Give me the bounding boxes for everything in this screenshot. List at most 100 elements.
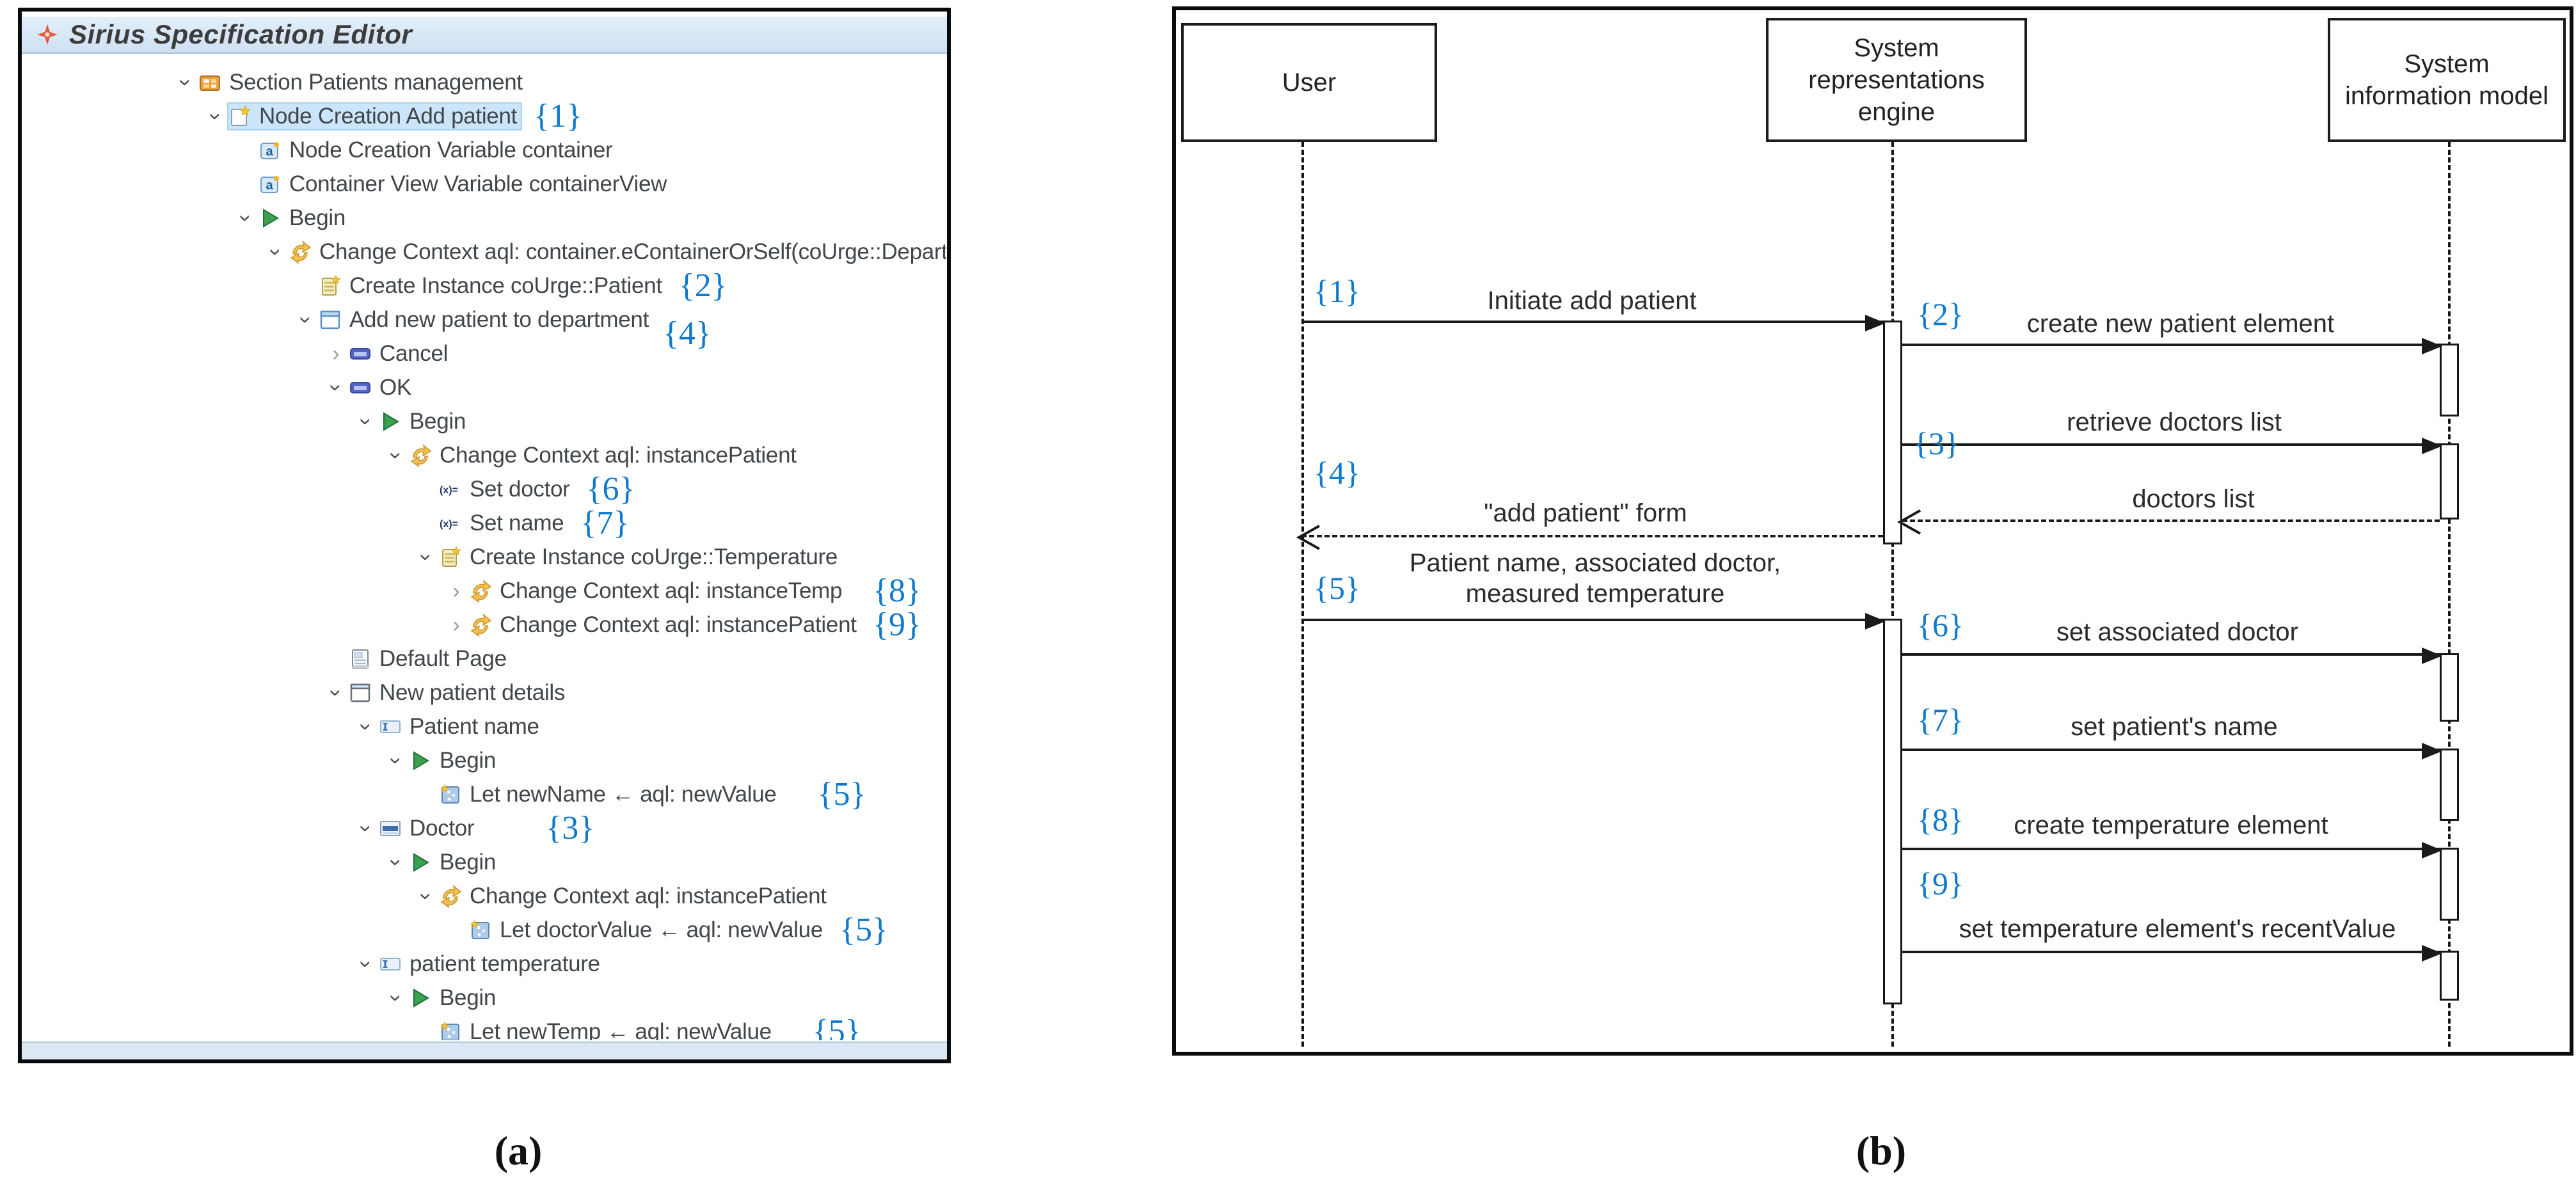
tree-item[interactable]: New patient details xyxy=(347,679,570,707)
tree-item[interactable]: OK xyxy=(347,374,417,402)
tree-item[interactable]: Begin xyxy=(378,408,471,436)
chevron-expanded-icon[interactable]: › xyxy=(354,722,378,731)
chevron-expanded-icon[interactable]: › xyxy=(414,553,438,561)
tree-item[interactable]: Begin xyxy=(408,747,501,775)
tree-row[interactable]: ›New patient details xyxy=(22,676,946,709)
tree-row[interactable]: ›Node Creation Add patient{1} xyxy=(22,99,946,133)
tree-item[interactable]: Default Page xyxy=(347,645,512,673)
tree-row[interactable]: ›Doctor{3} xyxy=(22,811,946,845)
tree-item[interactable]: Create Instance coUrge::Temperature xyxy=(438,543,843,571)
caption-a: (a) xyxy=(494,1128,543,1173)
arrowhead-icon xyxy=(2422,438,2442,454)
tree-row[interactable]: ›Add new patient to department{4} xyxy=(22,303,946,351)
chevron-expanded-icon[interactable]: › xyxy=(264,248,288,256)
tree-item-label: Set name xyxy=(470,510,564,535)
tree-item[interactable]: Begin xyxy=(408,984,501,1012)
tool-icon xyxy=(228,105,251,128)
activation-model-1 xyxy=(2440,344,2459,416)
tree-item[interactable]: (x)=Set name xyxy=(438,509,569,537)
caption-b: (b) xyxy=(1856,1128,1907,1173)
chevron-expanded-icon[interactable]: › xyxy=(354,960,378,968)
chevron-collapsed-icon[interactable]: › xyxy=(452,612,460,637)
message-label-9: create temperature element xyxy=(2014,811,2328,839)
tree-item-label: Change Context aql: instancePatient xyxy=(470,883,827,908)
tree-item-label: Create Instance coUrge::Patient xyxy=(349,273,662,298)
tree-row[interactable]: ›Change Context aql: instanceTemp{8} xyxy=(22,574,946,608)
tree-row[interactable]: ›Begin xyxy=(22,981,946,1015)
chevron-expanded-icon[interactable]: › xyxy=(294,315,318,324)
tree-row[interactable]: Let doctorValue ← aql: newValue{5} xyxy=(22,913,946,947)
context-icon xyxy=(289,240,312,264)
tree-row[interactable]: ›Begin xyxy=(22,201,946,235)
tree-row[interactable]: ›Begin xyxy=(22,743,946,777)
tree-row[interactable]: Default Page xyxy=(22,642,946,676)
chevron-expanded-icon[interactable]: › xyxy=(384,994,408,1002)
tree-item[interactable]: Cancel xyxy=(347,340,453,368)
tree-item[interactable]: Doctor xyxy=(378,814,479,843)
tree-row[interactable]: ›Change Context aql: instancePatient xyxy=(22,438,946,472)
tree-row[interactable]: ›Section Patients management xyxy=(22,65,946,99)
tree-item[interactable]: (x)=Set doctor xyxy=(438,475,575,503)
tree-item-label: Create Instance coUrge::Temperature xyxy=(470,544,838,569)
annotation-badge: {9} xyxy=(873,606,921,643)
tree-row[interactable]: (x)=Set doctor{6} xyxy=(22,472,946,506)
tree-item[interactable]: Change Context aql: instancePatient xyxy=(468,611,862,639)
chevron-expanded-icon[interactable]: › xyxy=(173,78,198,86)
horizontal-scrollbar[interactable] xyxy=(22,1042,947,1059)
tree-row[interactable]: Let newTemp ← aql: newValue{5} xyxy=(22,1015,946,1040)
activation-engine-2 xyxy=(1883,619,1902,1004)
tree-item[interactable]: Let doctorValue ← aql: newValue xyxy=(468,916,828,944)
tree-item-label: patient temperature xyxy=(409,951,600,976)
activation-engine-1 xyxy=(1883,321,1902,544)
tree-row[interactable]: › Change Context aql: instancePatient xyxy=(22,879,946,913)
tree-item[interactable]: Begin xyxy=(408,848,501,876)
chevron-expanded-icon[interactable]: › xyxy=(324,383,348,392)
tree-row[interactable]: ›OK xyxy=(22,370,946,404)
sirius-editor-panel: Sirius Specification Editor ›Section Pat… xyxy=(18,8,951,1063)
tree-row[interactable]: Let newName ← aql: newValue{5} xyxy=(22,777,946,811)
tree-item[interactable]: Let newName ← aql: newValue xyxy=(438,781,782,809)
tree-item[interactable]: Change Context aql: instancePatient xyxy=(408,441,802,470)
tree-row[interactable]: › Cancel xyxy=(22,337,946,370)
lifeline-head-user: User xyxy=(1181,23,1437,142)
chevron-expanded-icon[interactable]: › xyxy=(203,112,228,120)
chevron-expanded-icon[interactable]: › xyxy=(384,756,408,765)
lifeline-user xyxy=(1301,142,1304,1047)
tree-item[interactable]: Patient name xyxy=(378,713,545,741)
tree-row[interactable]: ›Begin xyxy=(22,404,946,438)
tree-row[interactable]: (x)=Set name{7} xyxy=(22,506,946,540)
tree-row[interactable]: › Create Instance coUrge::Temperature xyxy=(22,540,946,574)
tree-item[interactable]: Add new patient to department xyxy=(317,306,654,334)
tree-item[interactable]: Begin xyxy=(257,204,351,232)
tree-item[interactable]: Let newTemp ← aql: newValue xyxy=(438,1018,777,1040)
tree-item[interactable]: Change Context aql: instancePatient xyxy=(438,882,832,910)
tree-row[interactable]: Create Instance coUrge::Patient{2} xyxy=(22,269,946,303)
tree-row[interactable]: ›Change Context aql: container.eContaine… xyxy=(22,235,946,269)
chevron-collapsed-icon[interactable]: › xyxy=(332,341,340,366)
tree-item[interactable]: patient temperature xyxy=(378,950,605,978)
chevron-expanded-icon[interactable]: › xyxy=(414,892,438,900)
chevron-collapsed-icon[interactable]: › xyxy=(452,578,460,603)
tree-row[interactable]: ›Begin xyxy=(22,845,946,879)
message-arrow-2 xyxy=(1902,338,2442,354)
tree-item[interactable]: Change Context aql: instanceTemp xyxy=(468,577,847,605)
chevron-expanded-icon[interactable]: › xyxy=(324,688,348,697)
chevron-expanded-icon[interactable]: › xyxy=(384,451,408,459)
chevron-expanded-icon[interactable]: › xyxy=(354,824,378,832)
tree-item[interactable]: Create Instance coUrge::Patient xyxy=(317,272,667,300)
chevron-expanded-icon[interactable]: › xyxy=(384,858,408,866)
tree-row[interactable]: › Change Context aql: instancePatient {9} xyxy=(22,608,946,642)
tree-row[interactable]: ›Patient name xyxy=(22,709,946,743)
chevron-expanded-icon[interactable]: › xyxy=(354,417,378,425)
chevron-expanded-icon[interactable]: › xyxy=(234,214,258,222)
tree-item-selected[interactable]: Node Creation Add patient xyxy=(227,102,523,131)
tree-row[interactable]: › patient temperature xyxy=(22,947,946,981)
arrowhead-icon xyxy=(1865,315,1886,331)
tree-item[interactable]: Change Context aql: container.eContainer… xyxy=(287,238,946,266)
tree-item[interactable]: Section Patients management xyxy=(197,68,528,97)
editor-title-bar: Sirius Specification Editor xyxy=(22,17,947,54)
